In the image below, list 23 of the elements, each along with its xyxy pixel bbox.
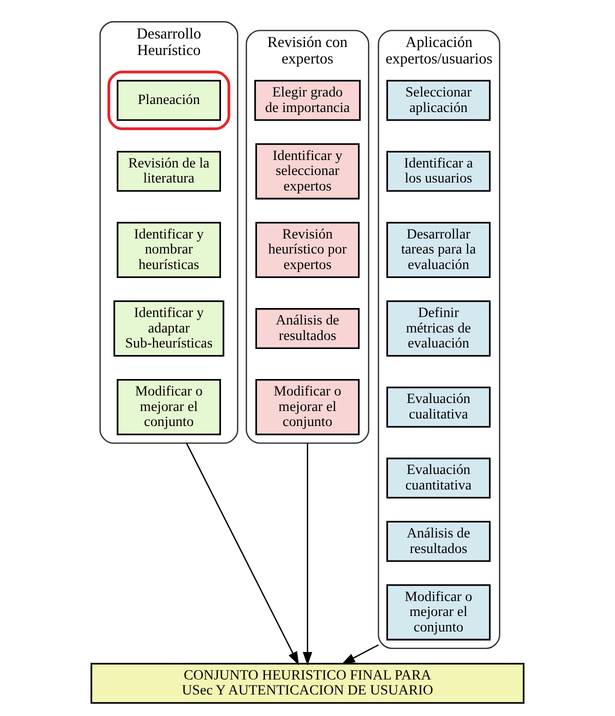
node-box: Identificar a los usuarios: [386, 150, 491, 192]
node-box: Identificar y adaptar Sub-heurísticas: [113, 300, 224, 357]
node-box: Definir métricas de evaluación: [386, 300, 491, 357]
node-box: Elegir grado de importancia: [254, 80, 361, 121]
node-box: Seleccionar aplicación: [386, 80, 491, 121]
arrow: [186, 442, 299, 666]
node-box: Análisis de resultados: [255, 308, 360, 349]
cluster: [107, 70, 230, 130]
node-box: Modificar o mejorar el conjunto: [386, 584, 491, 640]
node-box: Desarrollar tareas para la evaluación: [386, 222, 491, 278]
node-box: Identificar y nombrar heurísticas: [116, 222, 221, 278]
arrow: [341, 644, 379, 664]
node-box: Evaluación cuantitativa: [386, 458, 491, 499]
arrow: [302, 443, 312, 666]
node-box: CONJUNTO HEURISTICO FINAL PARA USec Y AUTENTICACION DE USUARIO: [90, 662, 524, 704]
node-box: Modificar o mejorar el conjunto: [116, 379, 221, 436]
node-box: Análisis de resultados: [386, 520, 491, 562]
node-box: Revisión heurístico por expertos: [255, 222, 360, 278]
node-box: Modificar o mejorar el conjunto: [255, 379, 360, 436]
node-box: Evaluación cualitativa: [386, 386, 491, 428]
node-box: Identificar y seleccionar expertos: [255, 143, 360, 200]
node-box: Planeación: [116, 80, 221, 121]
node-box: Revisión de la literatura: [116, 150, 221, 192]
